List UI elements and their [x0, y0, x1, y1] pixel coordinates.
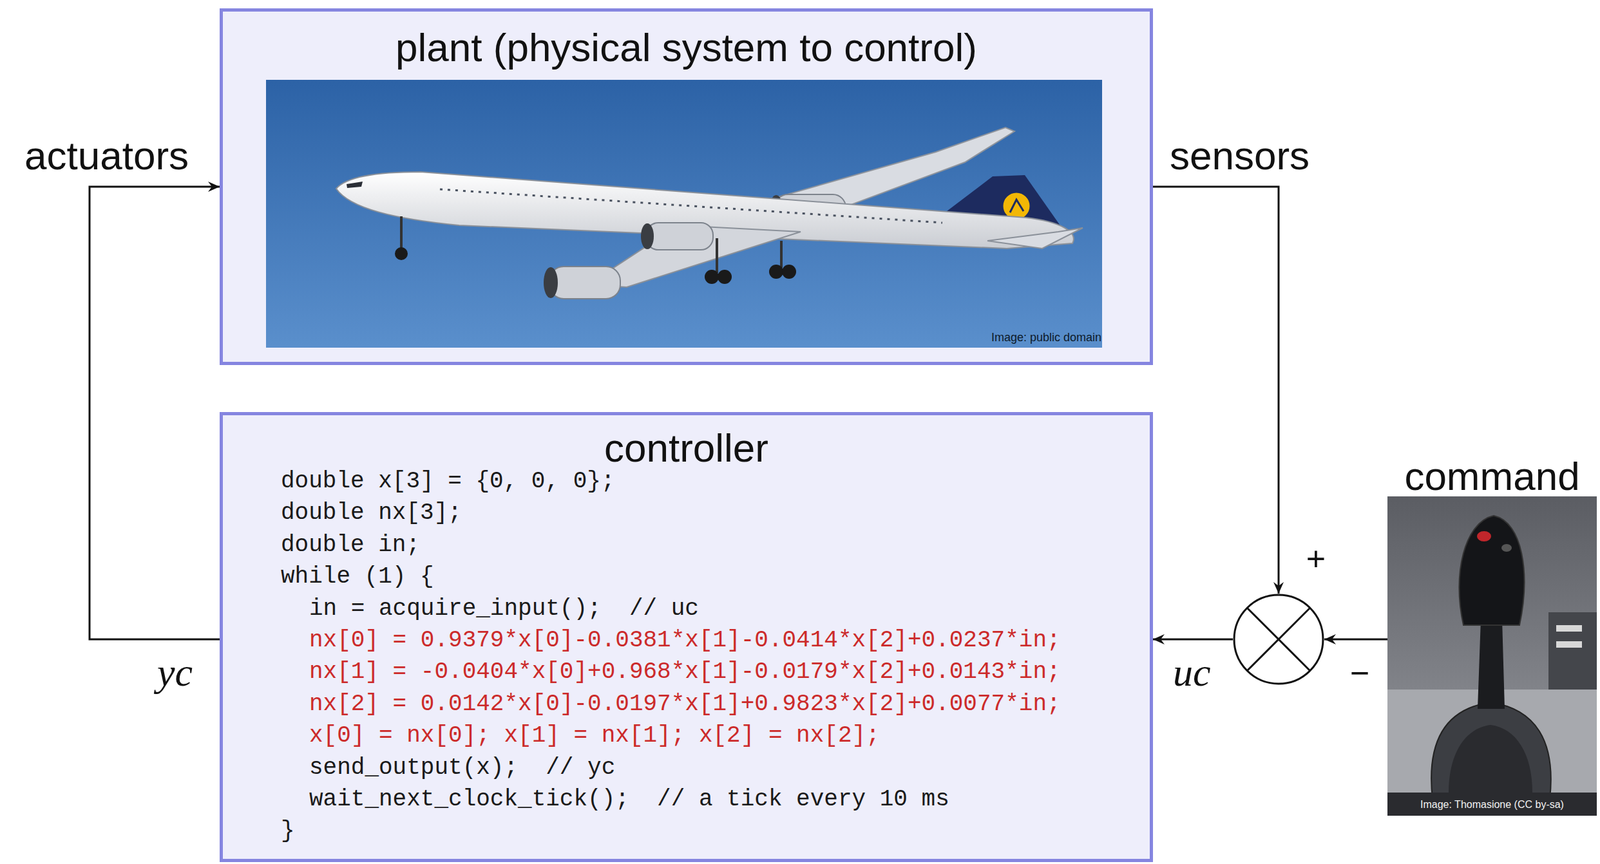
- arrowhead: [208, 181, 220, 192]
- code-line: double x[3] = {0, 0, 0};: [280, 465, 615, 498]
- signal-name: uc: [1172, 652, 1211, 693]
- code-line: nx[1] = -0.0404*x[0]+0.968*x[1]-0.0179*x…: [309, 656, 1061, 688]
- signal-wire: [1152, 634, 1233, 645]
- code-line: in = acquire_input(); // uc: [309, 593, 699, 625]
- wire-line: [89, 186, 220, 640]
- signal-name: yc: [157, 652, 193, 693]
- junction-cross: [1247, 608, 1311, 672]
- summing-junction: +−: [1232, 593, 1325, 686]
- signal-wire: [1152, 186, 1284, 594]
- wire-line: [1324, 638, 1388, 641]
- plus-sign: +: [1299, 539, 1333, 579]
- wire-line: [1152, 638, 1233, 641]
- code-line: send_output(x); // yc: [309, 752, 616, 784]
- controller-box: controllerdouble x[3] = {0, 0, 0};double…: [219, 412, 1153, 863]
- arrowhead: [1324, 634, 1336, 645]
- airplane-photo: [266, 79, 1103, 348]
- arrowhead: [1273, 582, 1284, 594]
- node-title: command: [1387, 457, 1597, 496]
- junction-circle: [1232, 593, 1325, 686]
- signal-label: sensors: [1169, 135, 1310, 176]
- code-line: double in;: [280, 529, 420, 562]
- image-credit: Image: Thomasione (CC by-sa): [1387, 798, 1597, 813]
- minus-sign: −: [1343, 653, 1376, 693]
- code-line: nx[0] = 0.9379*x[0]-0.0381*x[1]-0.0414*x…: [309, 624, 1061, 657]
- signal-wire: [1324, 634, 1388, 645]
- wire-line: [1152, 186, 1279, 594]
- junction-outline: [1234, 595, 1324, 685]
- node-title: plant (physical system to control): [222, 25, 1150, 69]
- signal-wire: [89, 181, 220, 640]
- code-line: }: [280, 815, 296, 848]
- node-title: controller: [222, 428, 1150, 469]
- code-line: nx[2] = 0.0142*x[0]-0.0197*x[1]+0.9823*x…: [309, 688, 1061, 721]
- code-line: while (1) {: [280, 561, 435, 593]
- image-credit: Image: public domain: [991, 331, 1102, 344]
- code-line: double nx[3];: [280, 497, 462, 529]
- signal-label: actuators: [24, 135, 189, 176]
- joystick-photo: [1387, 496, 1597, 817]
- plant-box: plant (physical system to control) Image:…: [219, 8, 1153, 366]
- code-line: x[0] = nx[0]; x[1] = nx[1]; x[2] = nx[2]…: [309, 720, 880, 752]
- code-line: wait_next_clock_tick(); // a tick every …: [309, 783, 950, 816]
- command-box: commandImage: Thomasione (CC by-sa): [1387, 496, 1597, 817]
- junction-cross: [1247, 608, 1311, 672]
- arrowhead: [1152, 634, 1165, 645]
